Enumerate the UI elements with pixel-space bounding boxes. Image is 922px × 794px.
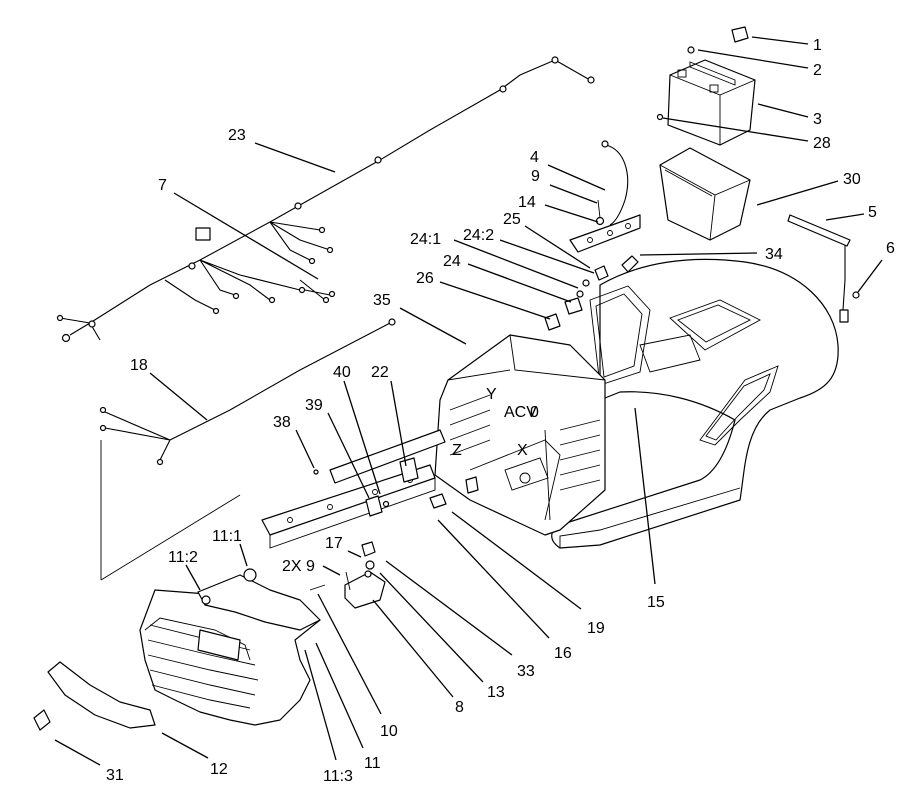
guide-line — [100, 494, 241, 581]
callout-24-1: 24:1 — [410, 231, 441, 248]
callout-2x9: 2X 9 — [282, 558, 315, 575]
battery-cable-part — [601, 140, 629, 226]
tower-mark-z: Z — [452, 442, 462, 459]
callout-14: 14 — [518, 194, 536, 211]
callout-40: 40 — [333, 364, 351, 381]
ground-wire-part — [787, 214, 860, 323]
callout-19: 19 — [587, 620, 605, 637]
callout-18: 18 — [130, 357, 148, 374]
callout-11: 11 — [364, 755, 381, 772]
callout-11-3: 11:3 — [323, 768, 353, 785]
callout-10: 10 — [380, 723, 398, 740]
callout-6: 6 — [886, 240, 895, 257]
callout-25: 25 — [503, 211, 521, 228]
callout-38: 38 — [273, 414, 291, 431]
callout-5: 5 — [868, 204, 877, 221]
callout-31: 31 — [106, 767, 124, 784]
cable-part — [99, 318, 396, 466]
hood-bracket-part — [197, 568, 321, 631]
callout-11-1: 11:1 — [212, 528, 242, 545]
callout-2: 2 — [813, 62, 822, 79]
callout-12: 12 — [210, 761, 228, 778]
callout-1: 1 — [813, 37, 822, 54]
callout-8: 8 — [455, 699, 464, 716]
tower-mark-number: 0 — [530, 404, 539, 421]
callout-30: 30 — [843, 171, 861, 188]
callout-17: 17 — [325, 535, 343, 552]
fender-pan-part — [551, 258, 839, 549]
callout-3: 3 — [813, 111, 822, 128]
callout-7: 7 — [158, 177, 167, 194]
callout-22: 22 — [371, 364, 389, 381]
battery-bolt-part — [687, 46, 695, 54]
callout-24-2: 24:2 — [463, 227, 494, 244]
tower-mark-acv: ACV — [504, 404, 537, 421]
pin-part — [309, 584, 326, 591]
callout-15: 15 — [647, 594, 665, 611]
tower-mark-y: Y — [486, 386, 497, 403]
callout-4: 4 — [530, 149, 539, 166]
frame-rail-part — [261, 429, 446, 549]
callout-16: 16 — [554, 645, 572, 662]
bolt-part — [595, 199, 605, 226]
callout-labels: 1 2 3 28 30 4 9 14 25 24:1 24:2 24 26 34… — [106, 37, 895, 785]
callout-11-2: 11:2 — [168, 549, 198, 566]
callout-9: 9 — [531, 168, 540, 185]
callout-26: 26 — [416, 270, 434, 287]
battery-nut-part — [656, 113, 664, 121]
battery-part — [667, 59, 756, 146]
relay-part — [344, 476, 479, 609]
callout-28: 28 — [813, 135, 831, 152]
callout-24: 24 — [443, 253, 461, 270]
callout-34: 34 — [765, 246, 783, 263]
dash-tower-part — [434, 334, 606, 536]
wire-harness-part — [56, 56, 595, 343]
switch-parts — [544, 255, 639, 331]
terminal-cover-part — [731, 26, 749, 43]
callout-35: 35 — [373, 292, 391, 309]
battery-tray-part — [659, 147, 751, 241]
callout-39: 39 — [305, 397, 323, 414]
leader-lines — [54, 36, 883, 766]
callout-23: 23 — [228, 127, 246, 144]
mount-bracket-part — [569, 214, 641, 253]
tower-mark-x: X — [517, 442, 528, 459]
callout-13: 13 — [487, 684, 505, 701]
bumper-part — [33, 661, 156, 731]
callout-33: 33 — [517, 663, 535, 680]
